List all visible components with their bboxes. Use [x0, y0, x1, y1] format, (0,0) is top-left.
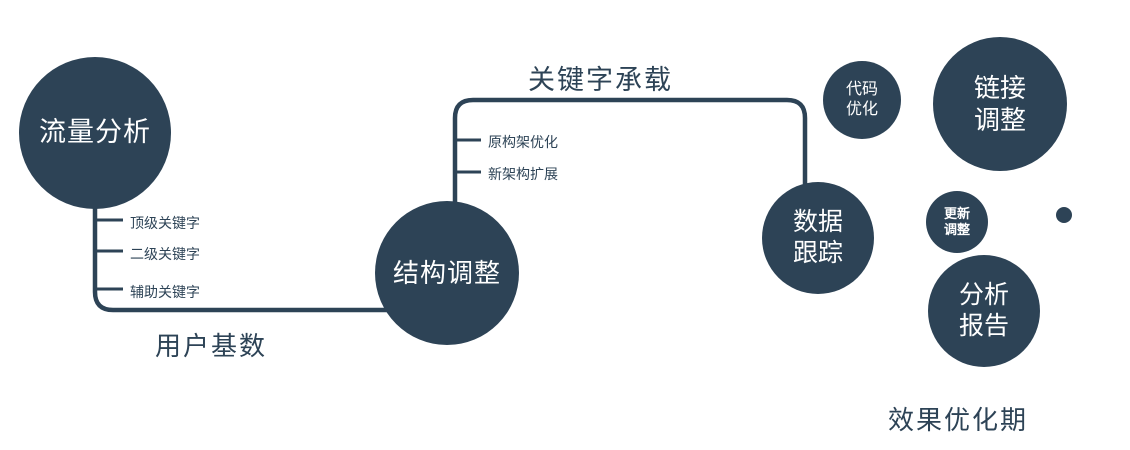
footer-effect-optimization: 效果优化期 — [888, 405, 1029, 435]
node-small-dot — [1056, 207, 1072, 223]
node-update-adjust: 更新 调整 — [926, 191, 988, 253]
node-analysis-report: 分析 报告 — [928, 255, 1040, 367]
tick-label-second-keywords: 二级关键字 — [130, 246, 200, 262]
edge-label-keyword-load: 关键字承载 — [528, 65, 673, 95]
tick-label-original-arch: 原构架优化 — [488, 134, 558, 150]
node-traffic-analysis: 流量分析 — [19, 57, 171, 209]
tick-label-new-arch: 新架构扩展 — [488, 166, 558, 182]
tick-label-aux-keywords: 辅助关键字 — [130, 284, 200, 300]
node-data-tracking: 数据 跟踪 — [762, 182, 874, 294]
edge-label-user-base: 用户基数 — [155, 331, 268, 361]
tick-label-top-keywords: 顶级关键字 — [130, 215, 200, 231]
node-structure-adjust: 结构调整 — [375, 201, 519, 345]
node-link-adjust: 链接 调整 — [933, 37, 1067, 171]
connector-structure-to-tracking — [452, 97, 808, 210]
node-code-optimization: 代码 优化 — [823, 61, 901, 139]
connector-traffic-to-structure — [92, 195, 392, 313]
